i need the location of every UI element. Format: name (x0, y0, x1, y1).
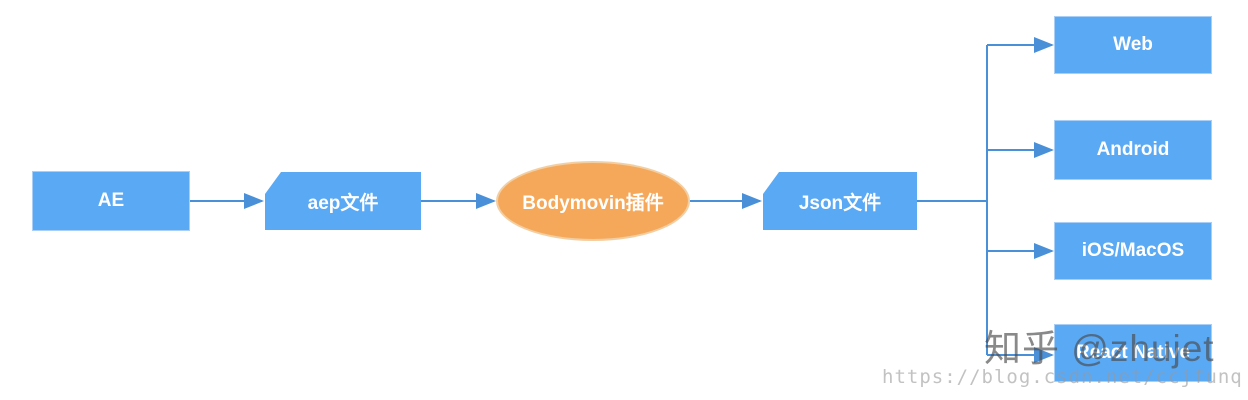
node-json-file: Json文件 (763, 172, 917, 230)
node-ios-macos-label: iOS/MacOS (1081, 240, 1185, 261)
node-android-label: Android (1096, 139, 1170, 160)
node-ae: AE (32, 171, 190, 231)
node-ae-label: AE (97, 190, 125, 211)
node-json-file-label: Json文件 (798, 192, 882, 214)
node-web-label: Web (1113, 34, 1153, 55)
node-ios-macos: iOS/MacOS (1054, 222, 1212, 280)
node-web: Web (1054, 16, 1212, 74)
node-android: Android (1054, 120, 1212, 180)
node-bodymovin-plugin: Bodymovin插件 (496, 161, 690, 241)
node-bodymovin-plugin-label: Bodymovin插件 (522, 192, 664, 214)
node-aep-file-label: aep文件 (307, 192, 379, 214)
zhihu-watermark: 知乎 @zhujet (984, 328, 1215, 369)
csdn-url-watermark: https://blog.csdn.net/ccjfunq (882, 366, 1243, 388)
node-aep-file: aep文件 (265, 172, 421, 230)
